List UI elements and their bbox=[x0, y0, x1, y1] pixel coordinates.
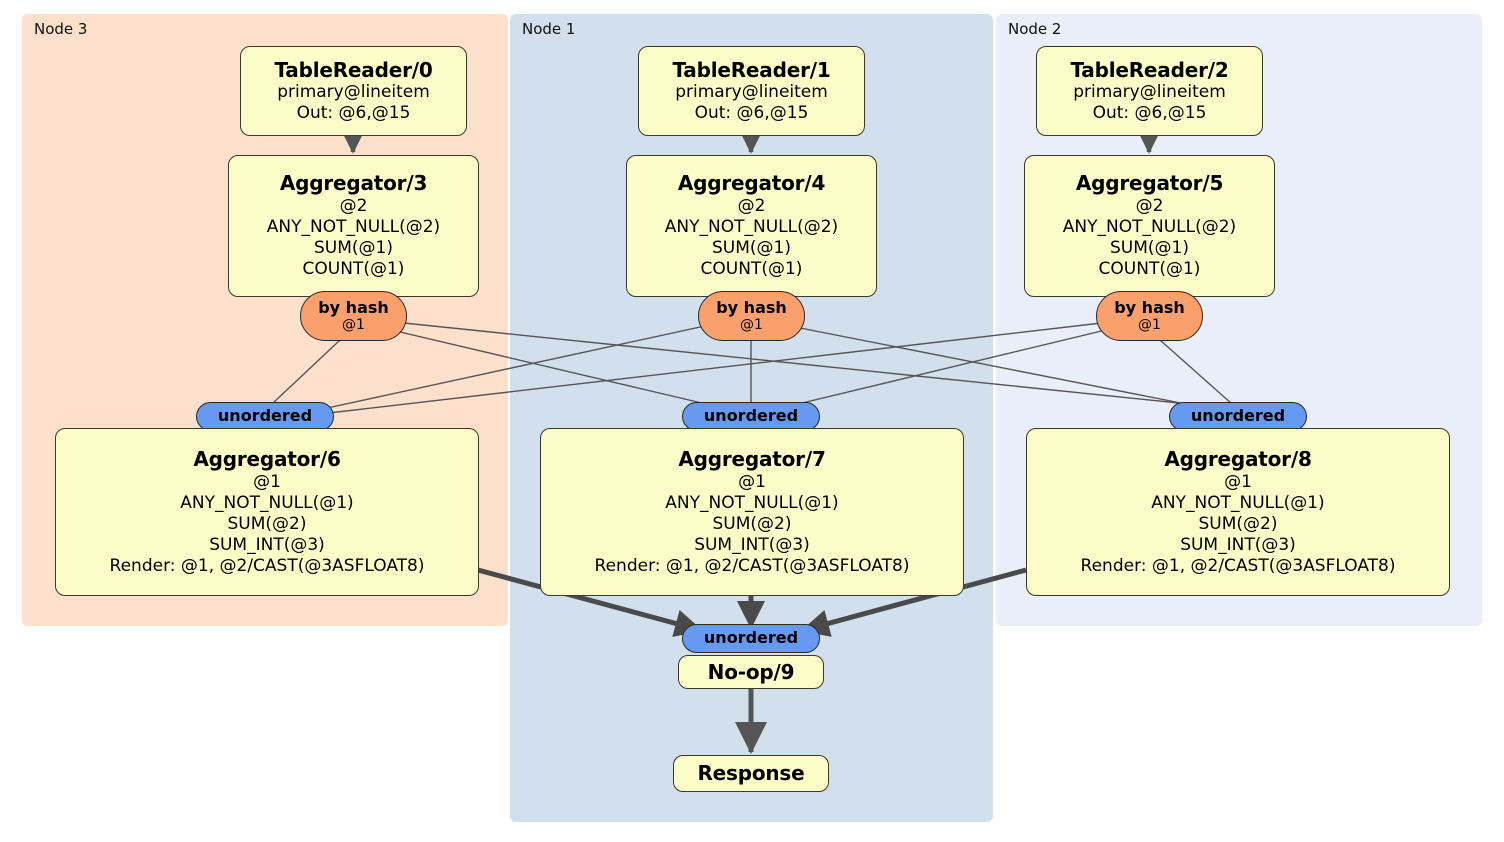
processor-detail-line: Render: @1, @2/CAST(@3ASFLOAT8) bbox=[1080, 556, 1396, 577]
router-title: unordered bbox=[703, 406, 799, 426]
router-title: by hash bbox=[716, 297, 787, 317]
router-unordered-6[interactable]: unordered bbox=[196, 402, 334, 431]
processor-response[interactable]: Response bbox=[673, 755, 829, 792]
processor-detail-line: @2 bbox=[339, 196, 368, 217]
processor-detail-line: SUM_INT(@3) bbox=[209, 534, 325, 555]
processor-detail-line: COUNT(@1) bbox=[302, 259, 405, 280]
processor-detail-line: SUM(@1) bbox=[314, 238, 393, 259]
processor-aggregator-5[interactable]: Aggregator/5 @2 ANY_NOT_NULL(@2) SUM(@1)… bbox=[1024, 155, 1275, 297]
router-detail: @1 bbox=[342, 317, 365, 334]
processor-detail-line: @1 bbox=[253, 471, 281, 492]
processor-title: Aggregator/7 bbox=[678, 446, 826, 471]
router-unordered-7[interactable]: unordered bbox=[682, 402, 820, 431]
processor-detail-line: SUM(@2) bbox=[227, 513, 307, 534]
processor-detail-line: Out: @6,@15 bbox=[1092, 103, 1207, 124]
processor-detail-line: COUNT(@1) bbox=[700, 259, 803, 280]
panel-node-1-label: Node 1 bbox=[522, 20, 576, 38]
processor-detail-line: SUM(@2) bbox=[1198, 513, 1278, 534]
router-detail: @1 bbox=[1138, 317, 1161, 334]
processor-title: Response bbox=[697, 761, 805, 786]
router-title: unordered bbox=[217, 406, 313, 426]
router-unordered-8[interactable]: unordered bbox=[1169, 402, 1307, 431]
processor-detail-line: Render: @1, @2/CAST(@3ASFLOAT8) bbox=[109, 556, 425, 577]
processor-detail-line: @2 bbox=[1135, 196, 1164, 217]
processor-tablereader-1[interactable]: TableReader/1 primary@lineitem Out: @6,@… bbox=[638, 46, 865, 136]
router-title: unordered bbox=[1190, 406, 1286, 426]
processor-title: TableReader/2 bbox=[1070, 57, 1229, 82]
panel-node-3-label: Node 3 bbox=[34, 20, 88, 38]
processor-detail-line: Out: @6,@15 bbox=[296, 103, 411, 124]
processor-detail-line: Out: @6,@15 bbox=[694, 103, 809, 124]
processor-title: No-op/9 bbox=[707, 659, 795, 684]
processor-detail-line: SUM(@1) bbox=[1110, 238, 1189, 259]
processor-detail-line: SUM(@1) bbox=[712, 238, 791, 259]
processor-aggregator-3[interactable]: Aggregator/3 @2 ANY_NOT_NULL(@2) SUM(@1)… bbox=[228, 155, 479, 297]
processor-detail-line: @2 bbox=[737, 196, 766, 217]
processor-tablereader-0[interactable]: TableReader/0 primary@lineitem Out: @6,@… bbox=[240, 46, 467, 136]
processor-detail-line: @1 bbox=[1224, 471, 1252, 492]
processor-detail-line: primary@lineitem bbox=[1073, 82, 1226, 103]
processor-detail-line: Render: @1, @2/CAST(@3ASFLOAT8) bbox=[594, 556, 910, 577]
router-by-hash-4[interactable]: by hash @1 bbox=[698, 291, 805, 341]
processor-title: Aggregator/3 bbox=[279, 171, 428, 196]
processor-detail-line: ANY_NOT_NULL(@1) bbox=[180, 492, 354, 513]
router-title: by hash bbox=[318, 297, 389, 317]
router-by-hash-3[interactable]: by hash @1 bbox=[300, 291, 407, 341]
processor-title: Aggregator/8 bbox=[1164, 446, 1312, 471]
processor-aggregator-6[interactable]: Aggregator/6 @1 ANY_NOT_NULL(@1) SUM(@2)… bbox=[55, 428, 479, 596]
router-by-hash-5[interactable]: by hash @1 bbox=[1096, 291, 1203, 341]
processor-title: Aggregator/5 bbox=[1075, 171, 1224, 196]
router-title: unordered bbox=[703, 628, 799, 648]
router-title: by hash bbox=[1114, 297, 1185, 317]
processor-detail-line: SUM_INT(@3) bbox=[1180, 534, 1296, 555]
processor-title: TableReader/0 bbox=[274, 57, 433, 82]
processor-tablereader-2[interactable]: TableReader/2 primary@lineitem Out: @6,@… bbox=[1036, 46, 1263, 136]
processor-detail-line: @1 bbox=[738, 471, 766, 492]
processor-aggregator-8[interactable]: Aggregator/8 @1 ANY_NOT_NULL(@1) SUM(@2)… bbox=[1026, 428, 1450, 596]
processor-title: Aggregator/6 bbox=[193, 446, 341, 471]
processor-detail-line: primary@lineitem bbox=[277, 82, 430, 103]
processor-aggregator-4[interactable]: Aggregator/4 @2 ANY_NOT_NULL(@2) SUM(@1)… bbox=[626, 155, 877, 297]
processor-aggregator-7[interactable]: Aggregator/7 @1 ANY_NOT_NULL(@1) SUM(@2)… bbox=[540, 428, 964, 596]
processor-detail-line: SUM(@2) bbox=[712, 513, 792, 534]
processor-detail-line: ANY_NOT_NULL(@2) bbox=[1062, 217, 1237, 238]
panel-node-2-label: Node 2 bbox=[1008, 20, 1062, 38]
processor-detail-line: COUNT(@1) bbox=[1098, 259, 1201, 280]
router-detail: @1 bbox=[740, 317, 763, 334]
processor-detail-line: SUM_INT(@3) bbox=[694, 534, 810, 555]
processor-title: TableReader/1 bbox=[672, 57, 831, 82]
processor-title: Aggregator/4 bbox=[677, 171, 826, 196]
router-unordered-9[interactable]: unordered bbox=[682, 624, 820, 653]
processor-noop-9[interactable]: No-op/9 bbox=[678, 655, 824, 689]
processor-detail-line: ANY_NOT_NULL(@2) bbox=[664, 217, 839, 238]
processor-detail-line: ANY_NOT_NULL(@1) bbox=[1151, 492, 1325, 513]
processor-detail-line: ANY_NOT_NULL(@1) bbox=[665, 492, 839, 513]
processor-detail-line: primary@lineitem bbox=[675, 82, 828, 103]
processor-detail-line: ANY_NOT_NULL(@2) bbox=[266, 217, 441, 238]
